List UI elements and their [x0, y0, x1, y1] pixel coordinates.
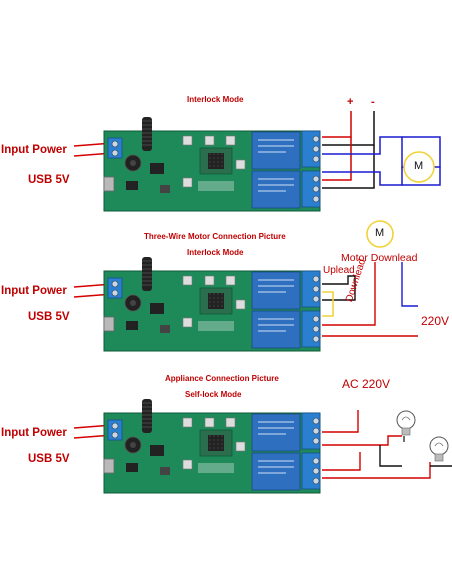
relay-board-1: [103, 116, 321, 212]
section3-wires: [73, 410, 452, 479]
usb-label-2: USB 5V: [28, 311, 70, 323]
light-bulb-icon: [396, 410, 416, 436]
motor-downlead-label: Motor Downlead: [341, 252, 418, 264]
usb-label-3: USB 5V: [28, 453, 70, 465]
light-bulb-icon: [429, 436, 449, 462]
motor-symbol: [403, 151, 435, 183]
motor-label-2: M: [375, 227, 385, 239]
input-power-label-1: Input Power: [1, 144, 67, 156]
input-power-label-3: Input Power: [1, 427, 67, 439]
minus-label: -: [371, 96, 375, 108]
motor-symbol-2: [366, 220, 394, 248]
section3-title: Appliance Connection Picture: [165, 374, 279, 383]
usb-label-1: USB 5V: [28, 174, 70, 186]
section1-mode-caption: Interlock Mode: [187, 95, 244, 104]
section2-mode-caption: Interlock Mode: [187, 248, 244, 257]
motor-label-1: M: [414, 160, 424, 172]
section3-mode-caption: Self-lock Mode: [185, 390, 242, 399]
plus-label: +: [347, 96, 354, 108]
input-power-label-2: Input Power: [1, 285, 67, 297]
section1-wires: [73, 111, 441, 189]
ac-voltage-label: AC 220V: [342, 377, 391, 391]
voltage-label-2: 220V: [421, 314, 450, 328]
section2-title: Three-Wire Motor Connection Picture: [144, 232, 286, 241]
uplead-label: Uplead: [323, 265, 355, 276]
relay-board-2: [103, 256, 321, 352]
relay-board-3: [103, 398, 321, 494]
